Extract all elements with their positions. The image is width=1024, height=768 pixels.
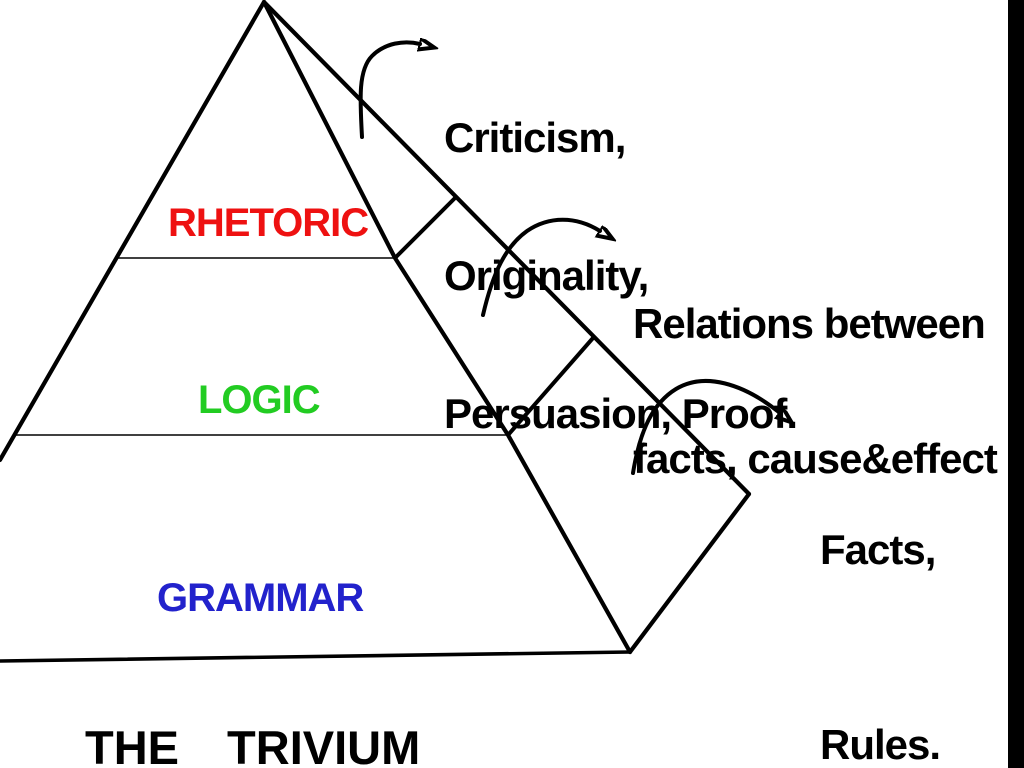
pyramid-front-right-edge (261, 0, 633, 655)
annotation-line: Relations between (633, 300, 986, 347)
arrow-to-relations-icon (481, 217, 600, 317)
side-divider-top (393, 194, 459, 260)
pyramid-outer-right-edge (261, 0, 752, 497)
annotation-criticism: Criticism, Originality, Persuasion, Proo… (444, 23, 798, 529)
annotation-facts: Facts, Rules. (820, 387, 941, 768)
pyramid-base-line (0, 650, 632, 663)
level-label-rhetoric: RHETORIC (168, 201, 369, 245)
pyramid-left-edge (0, 0, 267, 463)
annotation-line: Originality, (444, 252, 649, 299)
annotation-line: Persuasion, Proof. (444, 390, 798, 437)
side-divider-middle (506, 336, 595, 437)
annotation-line: facts, cause&effect (633, 435, 998, 482)
arrow-to-criticism-icon (358, 42, 420, 139)
pyramid-side-bottom-edge (627, 491, 752, 655)
annotation-relations: Relations between facts, cause&effect (633, 211, 998, 571)
annotation-line: Criticism, (444, 114, 626, 161)
arrow-to-facts-icon (631, 379, 780, 475)
annotation-line: Rules. (820, 721, 941, 768)
annotation-line: Facts, (820, 526, 936, 573)
level-label-grammar: GRAMMAR (157, 576, 364, 620)
diagram-title: THE TRIVIUM (85, 721, 421, 768)
level-label-logic: LOGIC (198, 378, 321, 422)
right-edge-strip (1008, 0, 1024, 768)
